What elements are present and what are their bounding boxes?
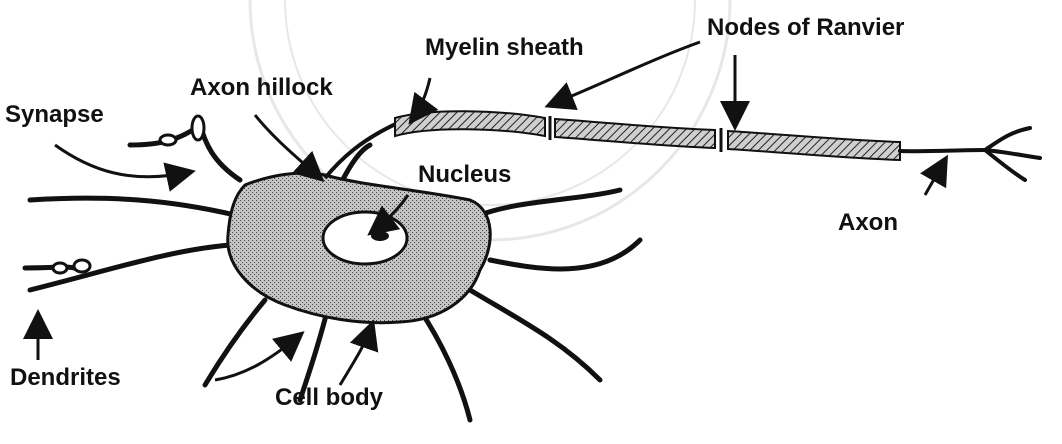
label-myelin-sheath: Myelin sheath: [425, 34, 584, 61]
label-cell-body: Cell body: [275, 384, 384, 411]
label-axon-hillock: Axon hillock: [190, 74, 333, 101]
label-nucleus: Nucleus: [418, 161, 511, 188]
label-nodes-of-ranvier: Nodes of Ranvier: [707, 14, 904, 41]
label-axon: Axon: [838, 209, 898, 236]
label-synapse: Synapse: [5, 101, 104, 128]
label-dendrites: Dendrites: [10, 364, 121, 391]
axon: [900, 128, 1040, 180]
nucleus: [323, 212, 407, 264]
myelin-sheath: [395, 111, 900, 160]
